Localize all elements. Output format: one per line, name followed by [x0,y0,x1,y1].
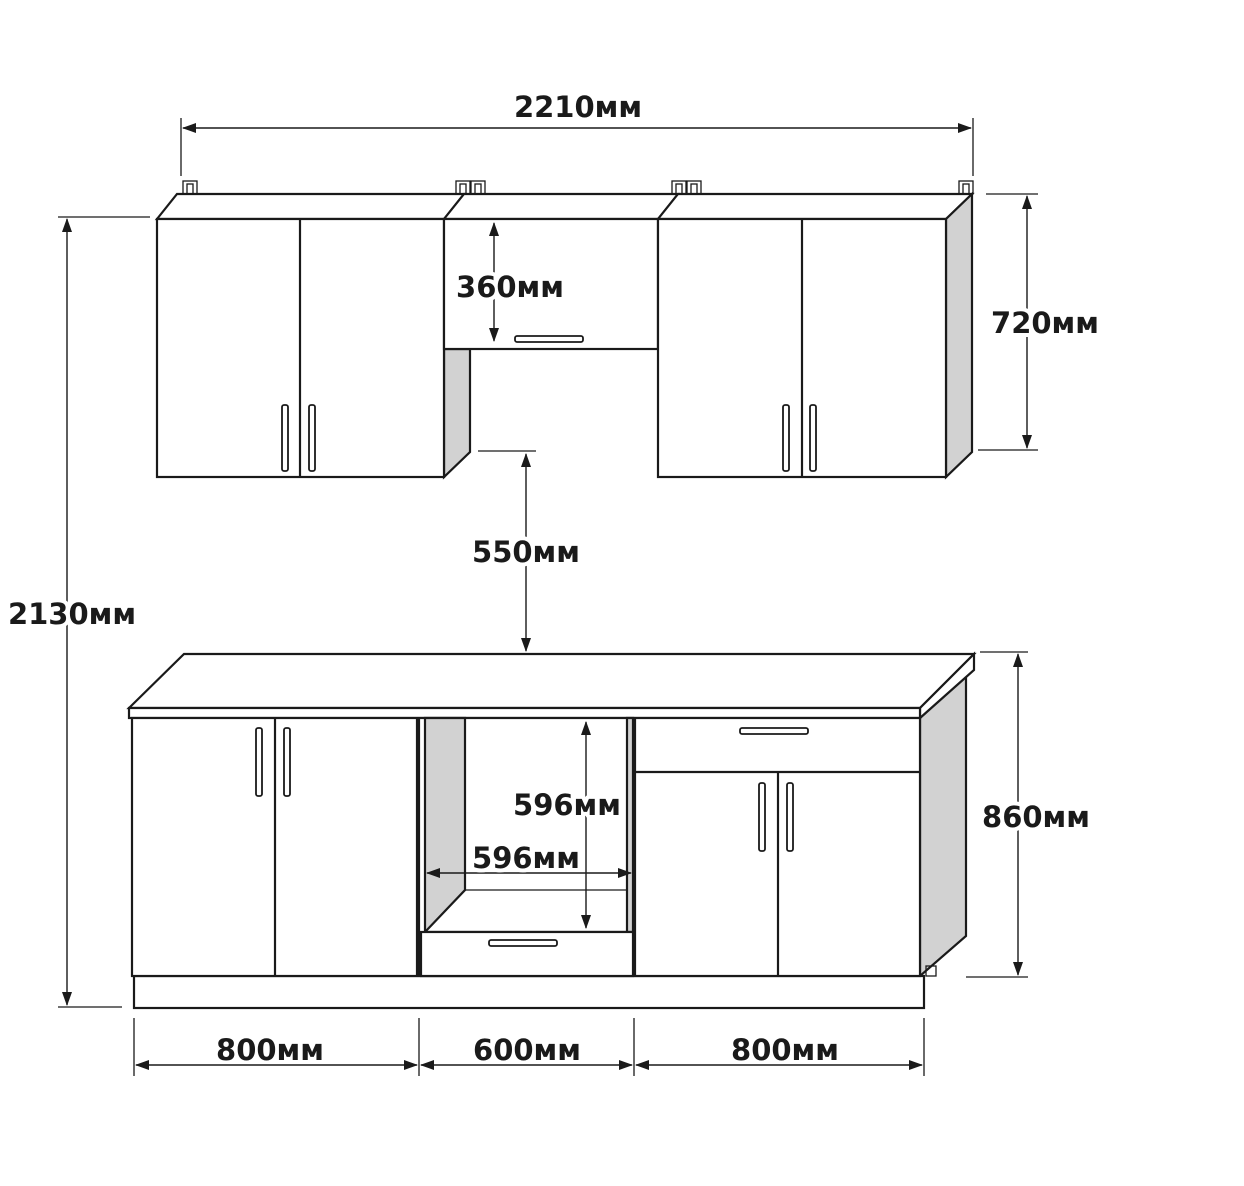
upper-height-label: 720мм [991,306,1099,340]
left-width-label: 800мм [216,1033,324,1067]
base-left-handle-2 [283,727,291,797]
oven-drawer-handle [488,939,558,947]
oven-niche-right-wall [625,716,635,934]
oven-width-label: 596мм [472,841,580,875]
total-width-label: 2210мм [514,90,642,124]
middle-width-label: 600мм [473,1033,581,1067]
hood-height-label: 360мм [456,270,564,304]
upper-cabinets [154,180,975,480]
upper-right-top-panel [655,192,975,221]
dimension-lines [58,118,1038,1076]
upper-right-handle-1 [782,404,790,472]
dimension-labels: 2210мм 2130мм 720мм 360мм 550мм 860мм 59… [4,90,1103,1067]
upper-right-side-panel [944,191,974,480]
upper-right-handle-2 [809,404,817,472]
gap-height-label: 550мм [472,535,580,569]
upper-hood-cabinet [442,217,660,351]
hanging-brackets [182,180,974,195]
base-right-handle-2 [786,782,794,852]
base-right-side-panel [918,673,968,979]
upper-left-handle-2 [308,404,316,472]
base-left-handle-1 [255,727,263,797]
total-height-label: 2130мм [8,597,136,631]
base-right-handle-1 [758,782,766,852]
oven-height-label: 596мм [513,788,621,822]
upper-left-top-panel [154,192,467,221]
cabinet-leg [925,965,937,977]
oven-drawer [419,930,635,978]
plinth [132,974,926,1010]
upper-hood-top-panel [441,192,681,221]
hood-cabinet-handle [514,335,584,343]
countertop-front-edge [127,706,922,720]
upper-left-side-panel [442,347,472,480]
right-width-label: 800мм [731,1033,839,1067]
countertop-top [126,652,977,710]
base-height-label: 860мм [982,800,1090,834]
upper-left-handle-1 [281,404,289,472]
base-right-drawer-handle [739,727,809,735]
base-cabinets [126,651,977,1010]
